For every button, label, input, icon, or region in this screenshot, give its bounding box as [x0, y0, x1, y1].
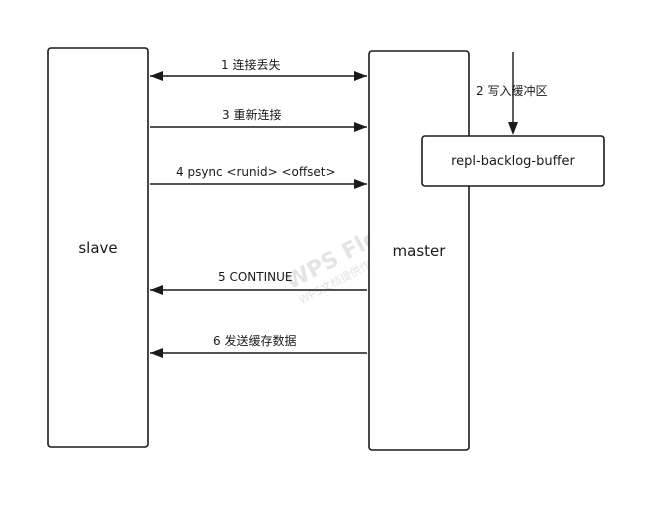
message-6-arrowhead [150, 348, 163, 358]
message-1-arrow [150, 71, 367, 81]
buffer-write-arrow [508, 52, 518, 135]
message-5-arrow [150, 285, 367, 295]
message-4-arrow [150, 179, 367, 189]
message-5-label: 5 CONTINUE [218, 270, 292, 284]
message-6-arrow [150, 348, 367, 358]
message-1-label: 1 连接丢失 [221, 57, 280, 72]
master-label: master [393, 242, 447, 260]
buffer-write-label: 2 写入缓冲区 [476, 83, 547, 98]
message-4-label: 4 psync <runid> <offset> [176, 165, 336, 179]
buffer-box [421, 135, 605, 187]
message-5-arrowhead [150, 285, 163, 295]
message-6-label: 6 发送缓存数据 [213, 333, 296, 348]
slave-box [47, 47, 149, 448]
message-3-arrowhead [354, 122, 367, 132]
message-1-arrowhead-right [354, 71, 367, 81]
buffer-label: repl-backlog-buffer [451, 154, 575, 169]
buffer-write-arrowhead [508, 122, 518, 135]
message-4-arrowhead [354, 179, 367, 189]
message-1-arrowhead-left [150, 71, 163, 81]
message-3-label: 3 重新连接 [222, 107, 281, 122]
slave-label: slave [78, 239, 117, 257]
message-3-arrow [150, 122, 367, 132]
